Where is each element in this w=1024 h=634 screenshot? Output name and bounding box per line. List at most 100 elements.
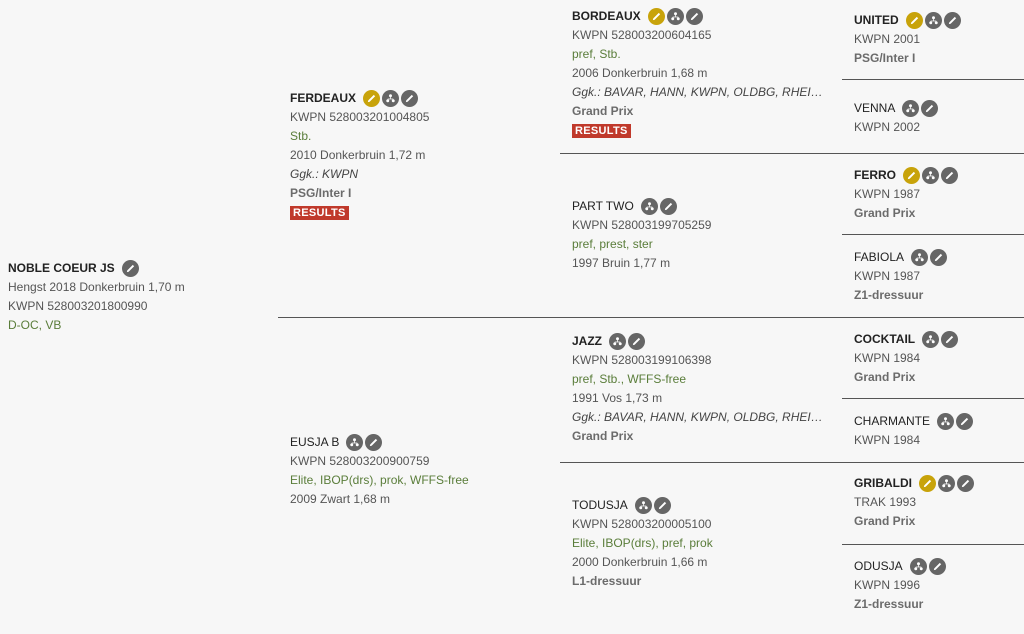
dam-name[interactable]: EUSJA B	[290, 435, 340, 449]
g0-name[interactable]: UNITED	[854, 13, 899, 27]
g4-reg: KWPN 1984	[854, 351, 921, 365]
g3-card: FABIOLA KWPN 1987 Z1-dressuur	[854, 248, 948, 305]
g2-reg: KWPN 1987	[854, 187, 921, 201]
sire-ggk: Ggk.: KWPN	[290, 167, 359, 181]
ss-card: BORDEAUX KWPN 528003200604165 pref, Stb.…	[572, 7, 830, 140]
pedigree-icon[interactable]	[902, 100, 920, 117]
g5-reg: KWPN 1984	[854, 433, 921, 447]
pedigree-icon[interactable]	[609, 333, 626, 350]
ss-level: Grand Prix	[572, 104, 634, 118]
g6-name-row[interactable]: GRIBALDI	[854, 474, 974, 493]
g6-name[interactable]: GRIBALDI	[854, 476, 912, 490]
ds-ggk: Ggk.: BAVAR, HANN, KWPN, OLDBG, RHEIN, .…	[572, 410, 830, 424]
g6-card: GRIBALDI TRAK 1993 Grand Prix	[854, 474, 974, 531]
sd-card: PART TWO KWPN 528003199705259 pref, pres…	[572, 197, 711, 273]
sire-name[interactable]: FERDEAUX	[290, 91, 357, 105]
dd-reg: KWPN 528003200005100	[572, 517, 712, 531]
g7-name-row[interactable]: ODUSJA	[854, 557, 946, 576]
dd-birth: 2000 Donkerbruin 1,66 m	[572, 555, 708, 569]
g3-name-row[interactable]: FABIOLA	[854, 248, 948, 267]
dd-name-row[interactable]: TODUSJA	[572, 496, 713, 515]
sd-name-row[interactable]: PART TWO	[572, 197, 711, 216]
sire-results-button[interactable]: RESULTS	[290, 206, 349, 220]
dam-predicates: Elite, IBOP(drs), prok, WFFS-free	[290, 473, 469, 487]
dd-card: TODUSJA KWPN 528003200005100 Elite, IBOP…	[572, 496, 713, 591]
sire-card: FERDEAUX KWPN 528003201004805 Stb. 2010 …	[290, 89, 429, 222]
sire-name-row[interactable]: FERDEAUX	[290, 89, 429, 108]
edit-icon[interactable]	[659, 198, 677, 215]
g6-reg: TRAK 1993	[854, 495, 917, 509]
subject-name-row: NOBLE COEUR JS	[8, 259, 185, 278]
dam-card: EUSJA B KWPN 528003200900759 Elite, IBOP…	[290, 433, 469, 509]
g0-name-row[interactable]: UNITED	[854, 11, 961, 30]
ss-birth: 2006 Donkerbruin 1,68 m	[572, 66, 708, 80]
g4-name-row[interactable]: COCKTAIL	[854, 330, 959, 349]
g5-name[interactable]: CHARMANTE	[854, 414, 931, 428]
g4-name[interactable]: COCKTAIL	[854, 332, 916, 346]
edit-icon[interactable]	[121, 260, 139, 277]
pedigree-icon[interactable]	[937, 413, 955, 430]
ds-level: Grand Prix	[572, 429, 634, 443]
edit-icon[interactable]	[956, 413, 974, 430]
pencil-icon[interactable]	[919, 475, 936, 492]
ss-name[interactable]: BORDEAUX	[572, 9, 641, 23]
ss-name-row[interactable]: BORDEAUX	[572, 7, 830, 26]
edit-icon[interactable]	[941, 331, 959, 348]
sd-name[interactable]: PART TWO	[572, 199, 634, 213]
dd-predicates: Elite, IBOP(drs), pref, prok	[572, 536, 713, 550]
edit-icon[interactable]	[365, 434, 383, 451]
edit-icon[interactable]	[943, 12, 961, 29]
ds-name-row[interactable]: JAZZ	[572, 332, 830, 351]
g3-name[interactable]: FABIOLA	[854, 250, 905, 264]
edit-icon[interactable]	[653, 497, 671, 514]
g7-name[interactable]: ODUSJA	[854, 559, 903, 573]
dam-birth: 2009 Zwart 1,68 m	[290, 492, 391, 506]
pedigree-icon[interactable]	[666, 8, 684, 25]
edit-icon[interactable]	[401, 90, 419, 107]
pedigree-icon[interactable]	[911, 249, 929, 266]
g6-level: Grand Prix	[854, 514, 916, 528]
sire-reg: KWPN 528003201004805	[290, 110, 430, 124]
pedigree-icon[interactable]	[909, 558, 927, 575]
g3-level: Z1-dressuur	[854, 288, 924, 302]
pencil-icon[interactable]	[903, 167, 920, 184]
pencil-icon[interactable]	[647, 8, 665, 25]
dd-name[interactable]: TODUSJA	[572, 498, 628, 512]
ds-card: JAZZ KWPN 528003199106398 pref, Stb., WF…	[572, 332, 830, 446]
g1-name-row[interactable]: VENNA	[854, 99, 939, 118]
g2-name-row[interactable]: FERRO	[854, 166, 958, 185]
pedigree-icon[interactable]	[922, 331, 940, 348]
g1-name[interactable]: VENNA	[854, 101, 896, 115]
g5-name-row[interactable]: CHARMANTE	[854, 412, 974, 431]
g4-level: Grand Prix	[854, 370, 916, 384]
edit-icon[interactable]	[685, 8, 703, 25]
g7-level: Z1-dressuur	[854, 597, 924, 611]
ss-reg: KWPN 528003200604165	[572, 28, 712, 42]
g1-card: VENNA KWPN 2002	[854, 99, 939, 137]
edit-icon[interactable]	[957, 475, 974, 492]
dd-level: L1-dressuur	[572, 574, 642, 588]
pedigree-icon[interactable]	[346, 434, 364, 451]
ss-results-button[interactable]: RESULTS	[572, 124, 631, 138]
edit-icon[interactable]	[921, 100, 939, 117]
ds-name[interactable]: JAZZ	[572, 334, 602, 348]
pedigree-icon[interactable]	[938, 475, 955, 492]
divider-gen3-2	[842, 234, 1024, 235]
pedigree-icon[interactable]	[634, 497, 652, 514]
edit-icon[interactable]	[941, 167, 958, 184]
dam-name-row[interactable]: EUSJA B	[290, 433, 469, 452]
pencil-icon[interactable]	[905, 12, 923, 29]
ds-reg: KWPN 528003199106398	[572, 353, 712, 367]
pedigree-icon[interactable]	[382, 90, 400, 107]
edit-icon[interactable]	[628, 333, 645, 350]
edit-icon[interactable]	[930, 249, 948, 266]
edit-icon[interactable]	[928, 558, 946, 575]
pedigree-icon[interactable]	[924, 12, 942, 29]
pedigree-icon[interactable]	[922, 167, 939, 184]
g3-reg: KWPN 1987	[854, 269, 921, 283]
divider-gen2-top	[560, 153, 1024, 154]
pedigree-icon[interactable]	[640, 198, 658, 215]
g2-name[interactable]: FERRO	[854, 168, 896, 182]
pencil-icon[interactable]	[363, 90, 381, 107]
dam-reg: KWPN 528003200900759	[290, 454, 430, 468]
